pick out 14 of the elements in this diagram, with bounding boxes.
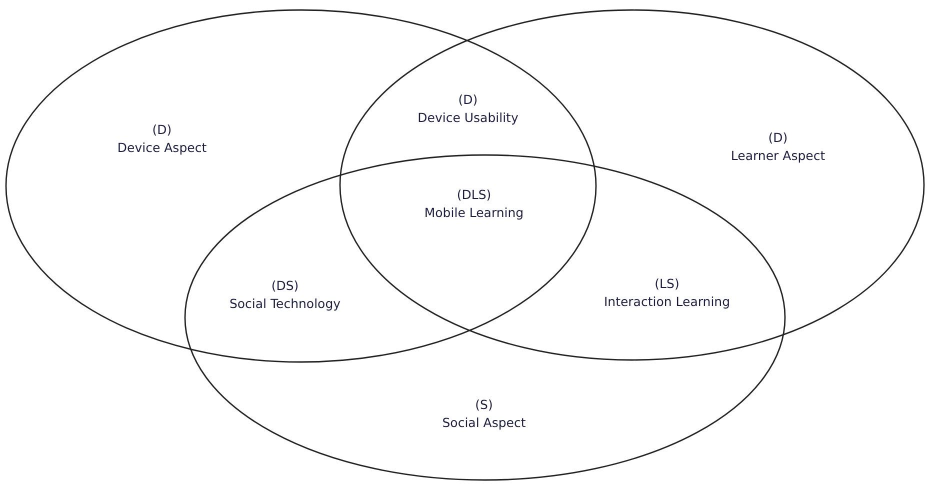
region-label: (DLS)	[456, 187, 492, 203]
region-label: Social Aspect	[442, 415, 526, 431]
region-label: Mobile Learning	[424, 205, 524, 221]
region-label: (D)	[458, 92, 478, 108]
region-label: Learner Aspect	[730, 148, 826, 164]
region-label: Device Usability	[418, 110, 518, 126]
region-label: Interaction Learning	[604, 294, 730, 310]
region-label: (D)	[152, 122, 172, 138]
region-label: (LS)	[654, 276, 680, 292]
region-label: Social Technology	[229, 296, 341, 312]
region-label: (DS)	[271, 278, 299, 294]
region-label: (S)	[475, 397, 493, 413]
region-label: Device Aspect	[117, 140, 207, 156]
region-label: (D)	[768, 130, 788, 146]
